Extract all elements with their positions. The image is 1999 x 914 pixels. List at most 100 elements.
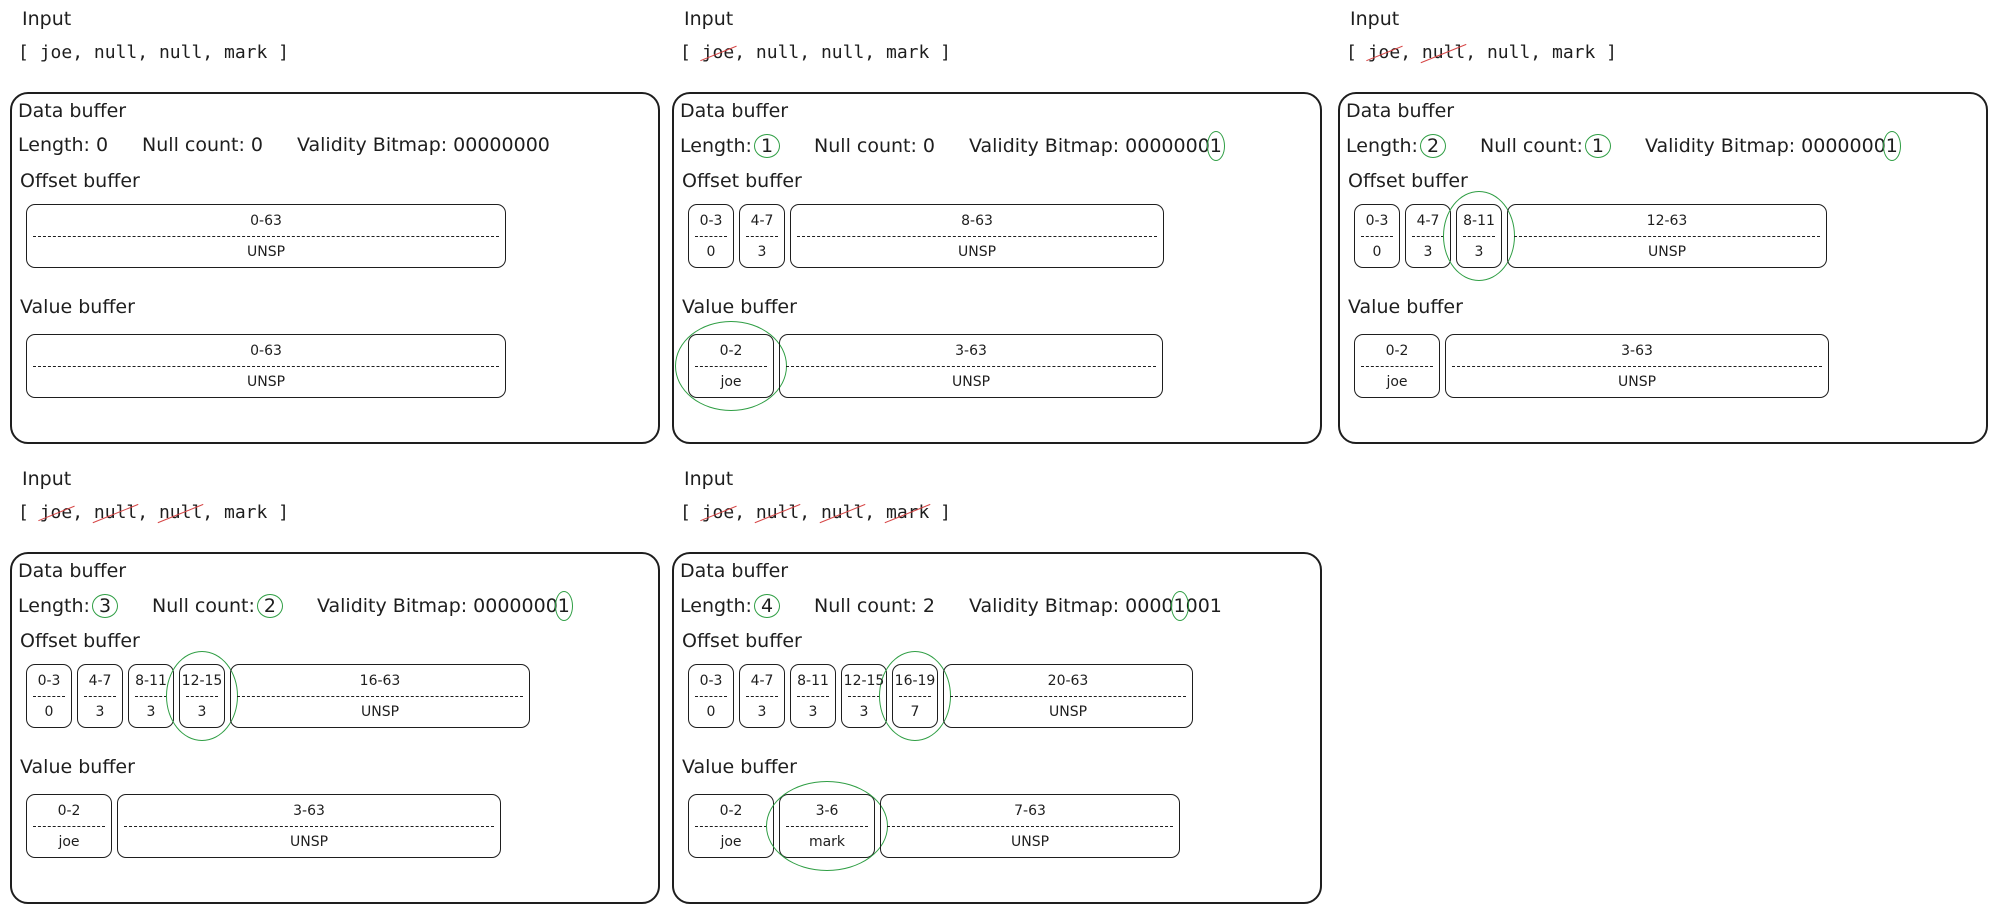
null-count-value: 0 xyxy=(250,134,263,156)
input-token: null xyxy=(820,42,865,63)
cell-divider xyxy=(1361,236,1393,237)
separator: , xyxy=(137,42,159,63)
bracket-close: ] xyxy=(929,502,952,523)
offset-buffer-title: Offset buffer xyxy=(682,170,802,192)
length-label: Length: xyxy=(680,135,752,157)
length-stat: Length: 3 xyxy=(18,594,119,618)
cell-range: 8-63 xyxy=(961,212,993,229)
length-label: Length: xyxy=(680,595,752,617)
validity-bitmap-stat: Validity Bitmap: 00000001 xyxy=(1645,131,1902,161)
validity-bitmap-stat: Validity Bitmap: 00001001 xyxy=(969,591,1222,621)
length-value: 0 xyxy=(95,134,109,156)
cell-divider xyxy=(695,696,727,697)
input-token: null xyxy=(93,42,138,63)
length-value: 1 xyxy=(753,134,781,158)
data-buffer-box: Data buffer Length: 2 Null count: 1 Vali… xyxy=(1338,92,1988,444)
bracket-open: [ xyxy=(680,502,702,523)
input-token: mark xyxy=(223,502,268,523)
length-label: Length: xyxy=(18,134,90,156)
cell-range: 12-15 xyxy=(181,672,223,689)
input-array: [ joe, null, null, mark ] xyxy=(680,502,951,523)
offset-buffer-title: Offset buffer xyxy=(20,170,140,192)
validity-bitmap-label: Validity Bitmap: xyxy=(316,595,468,617)
bracket-open: [ xyxy=(18,502,40,523)
validity-bitmap-stat: Validity Bitmap: 00000000 xyxy=(297,134,550,156)
cell-range: 3-63 xyxy=(955,342,987,359)
validity-bitmap-value: 00000001 xyxy=(1801,131,1902,161)
value-cell: 0-2 joe xyxy=(1354,334,1440,398)
cell-divider xyxy=(84,696,116,697)
buffer-stats: Length: 3 Null count: 2 Validity Bitmap:… xyxy=(18,591,604,621)
cell-range: 8-11 xyxy=(135,672,167,689)
null-count-label: Null count: xyxy=(142,134,245,156)
cell-value: 3 xyxy=(757,243,767,260)
cell-value: 3 xyxy=(1423,243,1433,260)
null-count-label: Null count: xyxy=(1480,135,1583,157)
length-stat: Length: 0 xyxy=(18,134,108,156)
offset-buffer-title: Offset buffer xyxy=(20,630,140,652)
cell-value: 0 xyxy=(706,243,716,260)
length-stat: Length: 4 xyxy=(680,594,781,618)
input-token: null xyxy=(820,502,865,523)
cell-range: 0-3 xyxy=(699,672,723,689)
cell-divider xyxy=(786,366,1156,367)
cell-divider xyxy=(746,236,778,237)
cell-range: 12-63 xyxy=(1646,212,1688,229)
separator: , xyxy=(799,42,821,63)
input-token: null xyxy=(755,502,800,523)
cell-range: 4-7 xyxy=(750,672,774,689)
buffer-stats: Length: 1 Null count: 0 Validity Bitmap:… xyxy=(680,131,1256,161)
cell-divider xyxy=(135,696,167,697)
input-title: Input xyxy=(22,468,72,490)
cell-divider xyxy=(695,366,767,367)
data-buffer-box: Data buffer Length: 0 Null count: 0 Vali… xyxy=(10,92,660,444)
cell-range: 0-2 xyxy=(1385,342,1409,359)
value-buffer-title: Value buffer xyxy=(20,296,135,318)
separator: , xyxy=(1400,42,1422,63)
cell-range: 4-7 xyxy=(88,672,112,689)
buffer-stats: Length: 0 Null count: 0 Validity Bitmap:… xyxy=(18,134,584,156)
data-buffer-title: Data buffer xyxy=(18,560,127,582)
input-array: [ joe, null, null, mark ] xyxy=(680,42,951,63)
bracket-open: [ xyxy=(680,42,702,63)
cell-divider xyxy=(33,696,65,697)
input-token: mark xyxy=(885,42,930,63)
cell-range: 3-63 xyxy=(293,802,325,819)
cell-divider xyxy=(797,696,829,697)
null-count-stat: Null count: 2 xyxy=(814,594,935,618)
cell-value: 3 xyxy=(146,703,156,720)
cell-value: 7 xyxy=(910,703,920,720)
bracket-open: [ xyxy=(18,42,40,63)
cell-divider xyxy=(33,236,499,237)
input-token: null xyxy=(1486,42,1531,63)
buffer-stats: Length: 2 Null count: 1 Validity Bitmap:… xyxy=(1346,131,1932,161)
cell-value: 3 xyxy=(197,703,207,720)
length-label: Length: xyxy=(1346,135,1418,157)
cell-value: joe xyxy=(720,833,742,850)
cell-range: 12-15 xyxy=(843,672,885,689)
cell-value: UNSP xyxy=(1647,243,1687,260)
input-array: [ joe, null, null, mark ] xyxy=(1346,42,1617,63)
input-token: null xyxy=(158,42,203,63)
null-count-value: 0 xyxy=(922,135,935,157)
value-buffer-title: Value buffer xyxy=(1348,296,1463,318)
cell-value: UNSP xyxy=(1048,703,1088,720)
separator: , xyxy=(799,502,821,523)
length-value: 2 xyxy=(1419,134,1447,158)
input-token: mark xyxy=(223,42,268,63)
cell-value: joe xyxy=(1386,373,1408,390)
